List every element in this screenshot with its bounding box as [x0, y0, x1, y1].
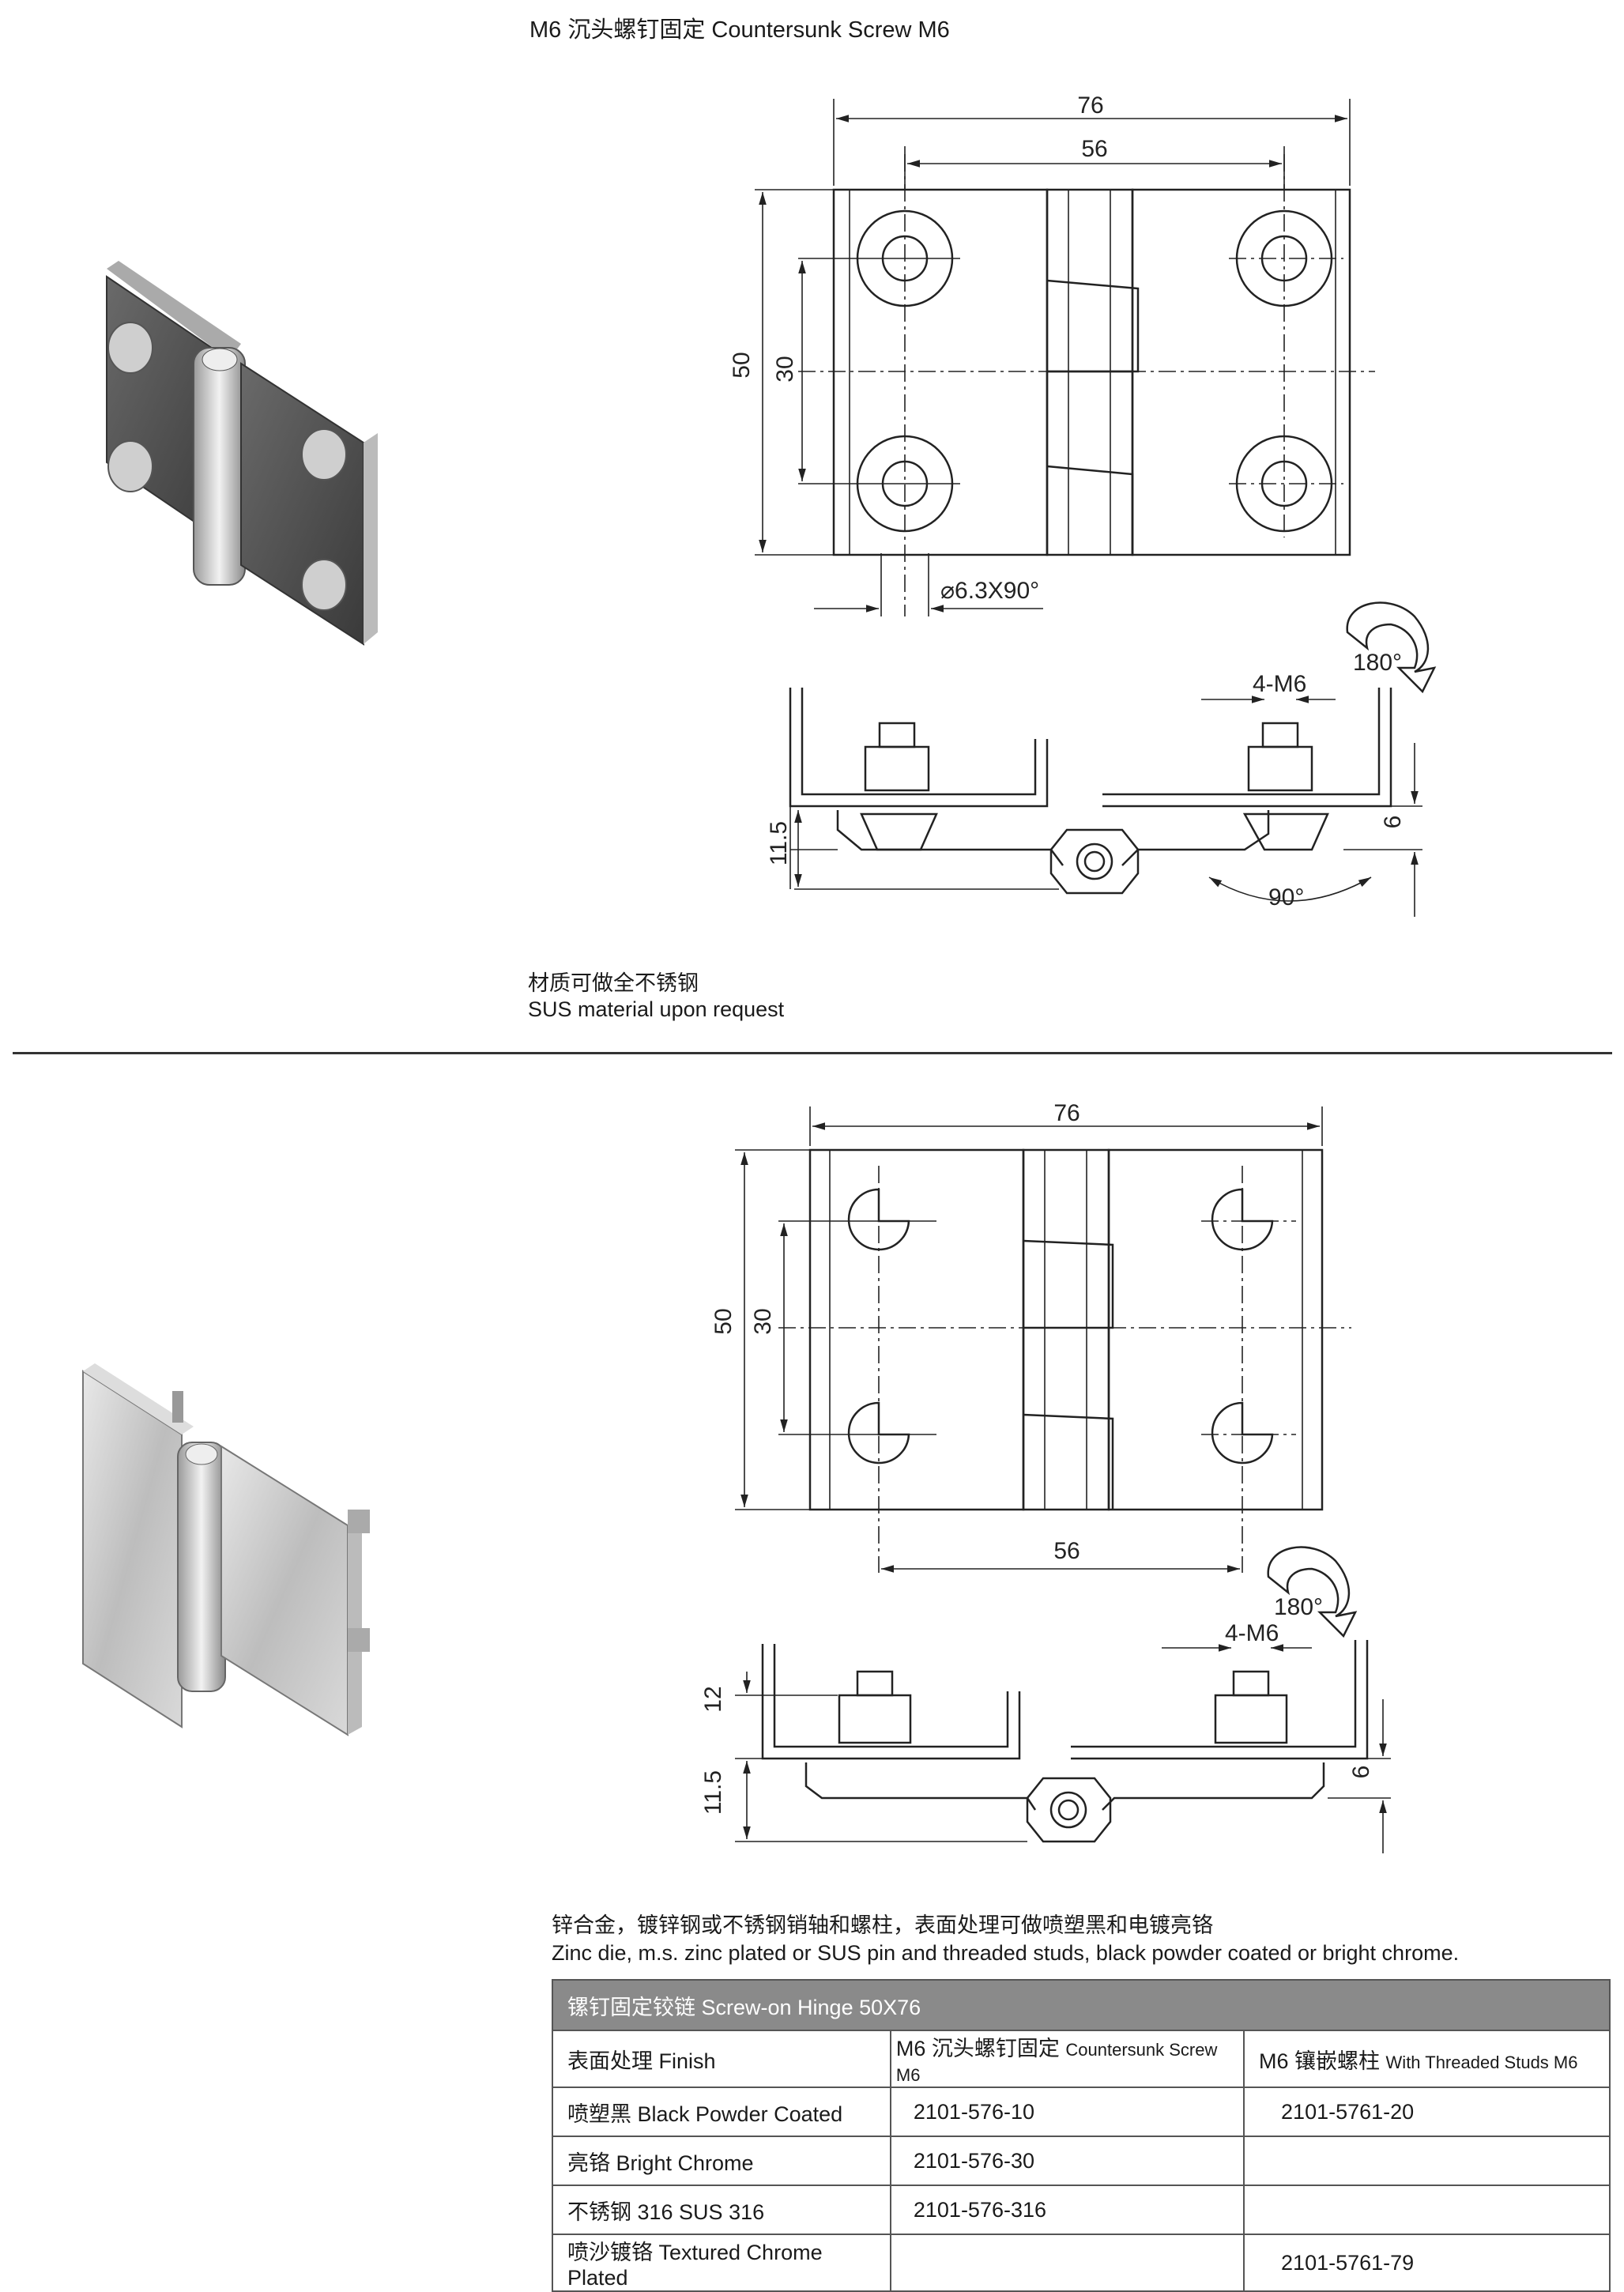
dim-countersink: ⌀6.3X90° — [940, 578, 1039, 604]
dim-spacing-56: 56 — [1081, 136, 1107, 162]
row-countersunk-code: 2101-576-30 — [889, 2136, 1245, 2186]
row-finish: 亮铬 Bright Chrome — [552, 2136, 891, 2186]
dim-height-50: 50 — [729, 352, 755, 378]
table-header-row: 表面处理 Finish M6 沉头螺钉固定 Countersunk Screw … — [552, 2030, 1611, 2088]
material-note-cn: 材质可做全不锈钢 — [528, 971, 699, 995]
row-studs-code — [1243, 2185, 1611, 2235]
spec-note-cn: 锌合金，镀锌钢或不锈钢销轴和螺柱，表面处理可做喷塑黑和电镀亮铬 — [552, 1913, 1213, 1937]
header-countersunk: M6 沉头螺钉固定 Countersunk Screw M6 — [889, 2030, 1245, 2088]
hinge-photo-chrome — [82, 1363, 370, 1736]
row-studs-code — [1243, 2136, 1611, 2186]
header-countersunk-cn: M6 沉头螺钉固定 — [895, 2037, 1066, 2060]
dim-spacing-30: 30 — [772, 356, 798, 382]
drawing2-front-view — [735, 1106, 1351, 1573]
dim-thickness-2: 6 — [1348, 1766, 1374, 1779]
table-row: 喷塑黑 Black Powder Coated 2101-576-10 2101… — [552, 2087, 1611, 2137]
section-divider — [13, 1052, 1612, 1054]
dim-width-76: 76 — [1077, 92, 1103, 119]
table-row: 不锈钢 316 SUS 316 2101-576-316 — [552, 2185, 1611, 2235]
thread-label-1: 4-M6 — [1253, 671, 1306, 697]
dim-spacing-30-b: 30 — [750, 1308, 776, 1334]
dim-width-76-b: 76 — [1053, 1100, 1080, 1126]
row-countersunk-code — [889, 2234, 1245, 2292]
page-title: M6 沉头螺钉固定 Countersunk Screw M6 — [529, 17, 950, 43]
row-countersunk-code: 2101-576-10 — [889, 2087, 1245, 2137]
dim-height-50-b: 50 — [710, 1308, 737, 1334]
table-row: 喷沙镀铬 Textured Chrome Plated 2101-5761-79 — [552, 2234, 1611, 2292]
table-row: 亮铬 Bright Chrome 2101-576-30 — [552, 2136, 1611, 2186]
header-studs-cn: M6 镶嵌螺柱 — [1259, 2049, 1386, 2073]
rotation-label-1: 180° — [1353, 650, 1402, 676]
dim-angle: 90° — [1268, 884, 1304, 910]
dim-spacing-56-b: 56 — [1053, 1538, 1080, 1564]
header-finish: 表面处理 Finish — [552, 2030, 891, 2088]
dim-depth-2: 11.5 — [700, 1770, 726, 1815]
spec-note-en: Zinc die, m.s. zinc plated or SUS pin an… — [552, 1941, 1460, 1965]
table-title-row: 镙钉固定铰链 Screw-on Hinge 50X76 — [552, 1979, 1611, 2031]
drawing2-side-view: 180° — [735, 1546, 1391, 1853]
dim-depth-1: 11.5 — [766, 821, 792, 865]
rotation-label-2: 180° — [1274, 1594, 1323, 1620]
header-countersunk-en: Countersunk Screw M6 — [895, 2040, 1218, 2085]
drawing1-side-view: 180° — [789, 601, 1437, 917]
header-studs: M6 镶嵌螺柱 With Threaded Studs M6 — [1243, 2030, 1611, 2088]
hinge-photo-black — [106, 261, 378, 646]
thread-label-2: 4-M6 — [1225, 1620, 1279, 1646]
drawing1-front-view — [755, 99, 1375, 616]
row-studs-code: 2101-5761-20 — [1243, 2087, 1611, 2137]
row-finish: 喷塑黑 Black Powder Coated — [552, 2087, 891, 2137]
material-note-en: SUS material upon request — [528, 997, 785, 1021]
row-finish: 不锈钢 316 SUS 316 — [552, 2185, 891, 2235]
row-finish: 喷沙镀铬 Textured Chrome Plated — [552, 2234, 891, 2292]
spec-table: 镙钉固定铰链 Screw-on Hinge 50X76 表面处理 Finish … — [552, 1979, 1611, 2292]
table-title: 镙钉固定铰链 Screw-on Hinge 50X76 — [552, 1979, 1611, 2031]
header-studs-en: With Threaded Studs M6 — [1385, 2052, 1578, 2072]
dim-stud-height: 12 — [700, 1686, 726, 1712]
dim-thickness-1: 6 — [1380, 816, 1406, 829]
row-studs-code: 2101-5761-79 — [1243, 2234, 1611, 2292]
row-countersunk-code: 2101-576-316 — [889, 2185, 1245, 2235]
